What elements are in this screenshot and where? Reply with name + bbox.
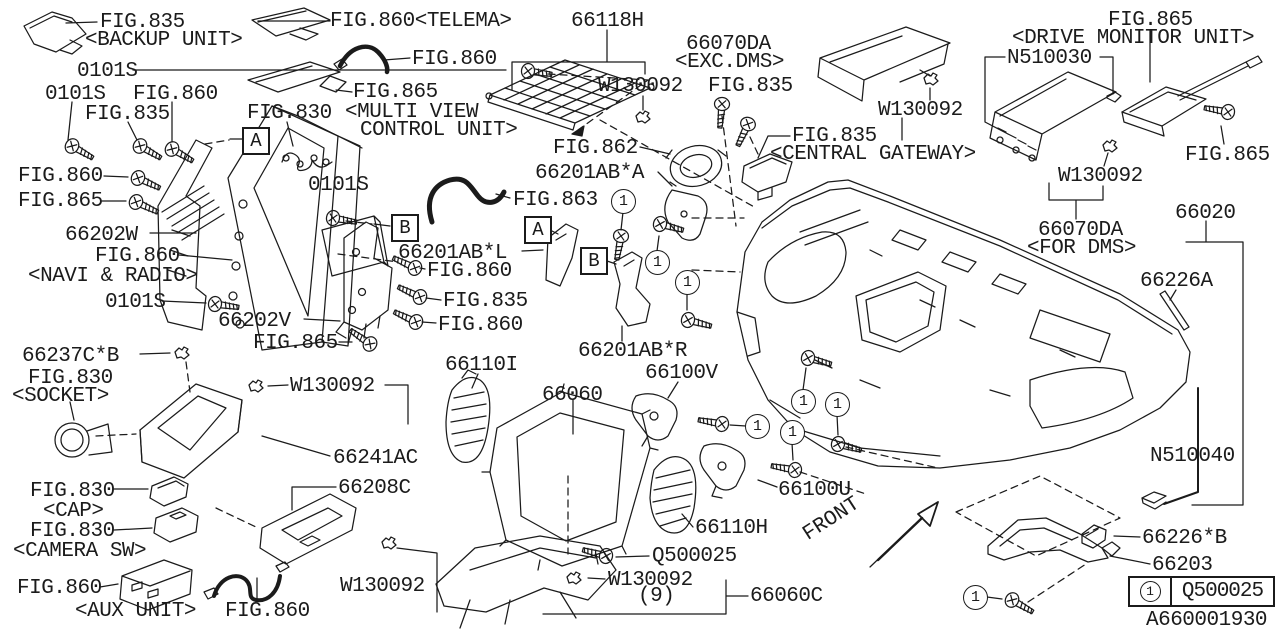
part-label: W130092 (878, 99, 963, 122)
callout-ref: 1 (825, 392, 850, 417)
callout-ref: 1 (745, 414, 770, 439)
callout-ref: 1 (780, 420, 805, 445)
part-label: 66060 (542, 384, 603, 407)
callout-ref: 1 (963, 585, 988, 610)
part-label: 0101S (77, 60, 138, 83)
part-label: 66201AB*A (535, 162, 644, 185)
legend-box: 1 Q500025 (1128, 576, 1275, 607)
part-label: <AUX UNIT> (75, 600, 197, 623)
part-label: FIG.863 (513, 189, 598, 212)
part-label: FIG.830 (30, 520, 115, 543)
part-label: 66070DA (686, 33, 771, 56)
part-label: W130092 (608, 569, 693, 592)
part-label: FIG.865 (1185, 144, 1270, 167)
part-label: W130092 (340, 575, 425, 598)
part-label: <MULTI VIEW (345, 101, 479, 124)
callout-ref: 1 (675, 270, 700, 295)
part-label: 66226A (1140, 270, 1213, 293)
section-marker-a: A (242, 127, 270, 155)
part-label: FIG.835 (85, 103, 170, 126)
callout-ref: 1 (645, 250, 670, 275)
part-label: 66110I (445, 354, 518, 377)
part-label: FIG.860 (427, 260, 512, 283)
part-label: <BACKUP UNIT> (85, 29, 243, 52)
part-label: W130092 (598, 75, 683, 98)
part-label: FIG.860 (18, 165, 103, 188)
part-label: 66100V (645, 362, 718, 385)
part-label: 66241AC (333, 447, 418, 470)
part-label: FIG.860 (412, 48, 497, 71)
legend-callout-cell: 1 (1130, 578, 1172, 605)
part-label: FIG.835 (443, 290, 528, 313)
part-label: FIG.830 (30, 480, 115, 503)
part-label: 66201AB*L (398, 242, 507, 265)
part-label: 0101S (105, 291, 166, 314)
part-label: <SOCKET> (12, 385, 109, 408)
part-label: 66100U (778, 479, 851, 502)
part-label: CONTROL UNIT> (360, 119, 518, 142)
part-label: 0101S (308, 174, 369, 197)
part-label: 66237C*B (22, 345, 119, 368)
section-marker-b: B (391, 214, 419, 242)
part-label: 66202V (218, 310, 291, 333)
part-label: FIG.835 (100, 11, 185, 34)
part-label: N510040 (1150, 445, 1235, 468)
part-label: FIG.865 (1108, 9, 1193, 32)
part-label: 66201AB*R (578, 340, 687, 363)
part-label: FIG.860<TELEMA> (330, 10, 512, 33)
part-label: N510030 (1007, 47, 1092, 70)
part-label: FIG.865 (253, 332, 338, 355)
legend-callout-ref: 1 (1139, 581, 1161, 602)
part-label: FIG.865 (353, 81, 438, 104)
part-label: <NAVI & RADIO> (28, 265, 198, 288)
callout-ref: 1 (791, 389, 816, 414)
part-label: W130092 (1058, 165, 1143, 188)
legend-part-number: Q500025 (1181, 580, 1264, 603)
part-label: <CAP> (43, 500, 104, 523)
section-marker-a: A (524, 216, 552, 244)
part-label: 66070DA (1038, 219, 1123, 242)
part-label: W130092 (290, 375, 375, 398)
part-label: FIG.865 (18, 190, 103, 213)
part-label: FIG.860 (133, 83, 218, 106)
part-label: FIG.860 (95, 245, 180, 268)
callout-ref: 1 (611, 189, 636, 214)
part-label: 66118H (571, 10, 644, 33)
part-label: <EXC.DMS> (675, 51, 784, 74)
part-label: FIG.835 (708, 75, 793, 98)
part-label: 66202W (65, 224, 138, 247)
part-label: 66110H (695, 517, 768, 540)
part-label: <DRIVE MONITOR UNIT> (1012, 27, 1255, 50)
part-label: FIG.860 (17, 577, 102, 600)
part-label: (9) (638, 585, 675, 608)
part-label: FIG.860 (438, 314, 523, 337)
part-label: FIG.835 (792, 125, 877, 148)
part-label: FIG.830 (28, 367, 113, 390)
part-label: 0101S (45, 83, 106, 106)
part-label: 66208C (338, 477, 411, 500)
part-label: 66203 (1152, 554, 1213, 577)
part-label: <CENTRAL GATEWAY> (770, 143, 976, 166)
part-label: <FOR DMS> (1027, 237, 1136, 260)
drawing-number: A660001930 (1146, 609, 1268, 632)
part-label: 66020 (1175, 202, 1236, 225)
part-label: 66060C (750, 585, 823, 608)
part-label: FIG.862 (553, 137, 638, 160)
part-label: Q500025 (652, 545, 737, 568)
part-label: FIG.830 (247, 102, 332, 125)
part-label: 66226*B (1142, 527, 1227, 550)
part-label: FIG.860 (225, 600, 310, 623)
part-label: <CAMERA SW> (13, 540, 147, 563)
section-marker-b: B (580, 247, 608, 275)
